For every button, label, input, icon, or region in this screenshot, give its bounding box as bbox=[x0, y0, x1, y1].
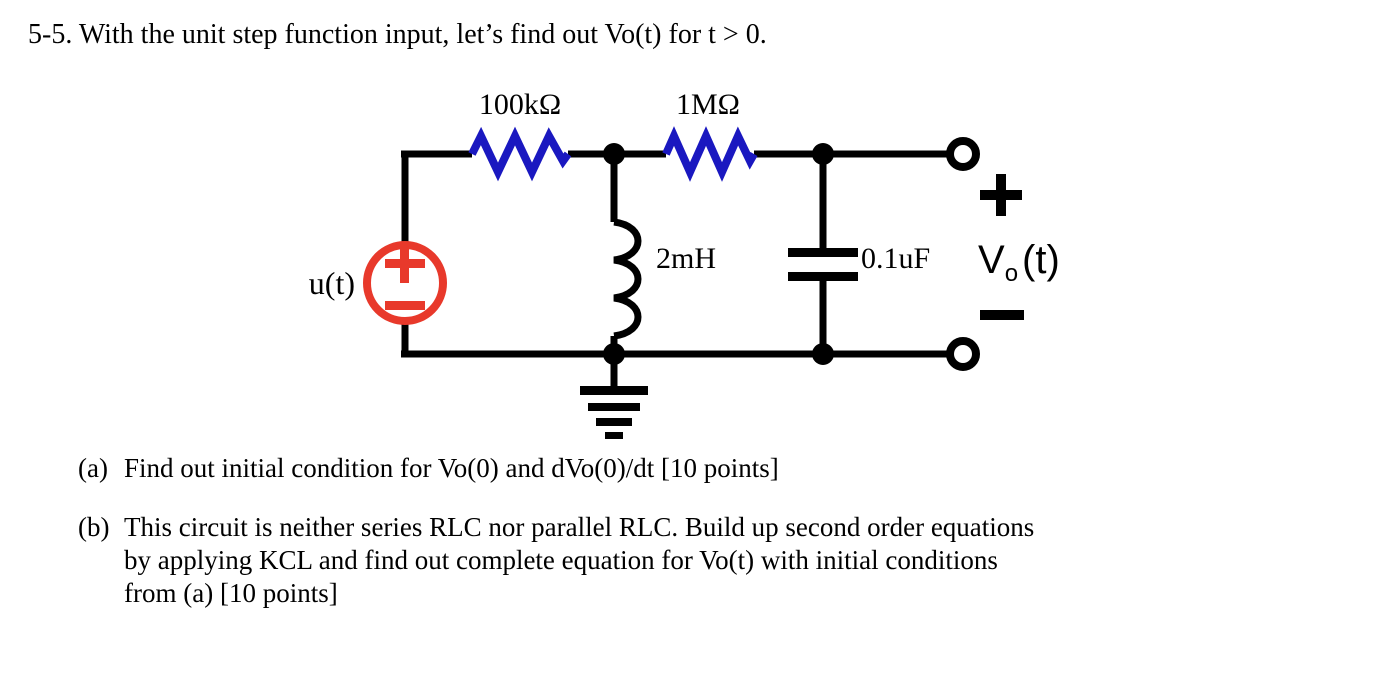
resistor-1m-symbol bbox=[662, 126, 758, 182]
node-dot-capacitor-top bbox=[812, 143, 834, 165]
source-plus-icon-vertical bbox=[400, 244, 409, 283]
resistor-100k-label: 100kΩ bbox=[479, 88, 561, 121]
output-voltage-label-v: V bbox=[978, 238, 1005, 282]
part-b-marker: (b) bbox=[78, 512, 110, 542]
output-voltage-label: Vo(t) bbox=[978, 238, 1060, 287]
output-plus-icon-vertical bbox=[996, 174, 1006, 216]
inductor-symbol bbox=[613, 218, 642, 340]
node-dot-capacitor-bottom bbox=[812, 343, 834, 365]
part-a-marker: (a) bbox=[78, 453, 108, 483]
part-b-line-3: from (a) [10 points] bbox=[124, 578, 338, 608]
node-dot-inductor-top bbox=[603, 143, 625, 165]
resistor-1m-label: 1MΩ bbox=[676, 88, 740, 121]
ground-bar-1-icon bbox=[580, 386, 648, 395]
capacitor-plate-bottom bbox=[788, 272, 858, 281]
ground-bar-2-icon bbox=[588, 403, 640, 411]
part-a-line-1: Find out initial condition for Vo(0) and… bbox=[124, 453, 779, 483]
question-part-a: (a) Find out initial condition for Vo(0)… bbox=[78, 452, 1348, 485]
part-b-line-2: by applying KCL and find out complete eq… bbox=[124, 545, 998, 575]
output-voltage-label-subscript: o bbox=[1005, 260, 1018, 287]
voltage-source-label: u(t) bbox=[309, 265, 355, 301]
part-b-line-1: This circuit is neither series RLC nor p… bbox=[124, 512, 1035, 542]
question-part-b: (b) This circuit is neither series RLC n… bbox=[78, 511, 1348, 610]
output-terminal-positive bbox=[946, 137, 980, 171]
ground-bar-4-icon bbox=[605, 432, 623, 439]
output-voltage-label-arg: (t) bbox=[1022, 238, 1060, 282]
part-b-body: This circuit is neither series RLC nor p… bbox=[124, 511, 1348, 610]
capacitor-plate-top bbox=[788, 248, 858, 257]
output-minus-icon bbox=[980, 310, 1024, 320]
circuit-diagram: 100kΩ 1MΩ u(t) 2mH 0.1uF bbox=[0, 70, 1120, 440]
resistor-100k-symbol bbox=[468, 126, 572, 182]
part-a-body: Find out initial condition for Vo(0) and… bbox=[124, 452, 1348, 485]
capacitor-label: 0.1uF bbox=[861, 242, 930, 275]
ground-bar-3-icon bbox=[596, 418, 632, 426]
source-minus-icon bbox=[385, 301, 425, 310]
inductor-label: 2mH bbox=[656, 242, 716, 275]
page-title: 5-5. With the unit step function input, … bbox=[28, 19, 767, 50]
output-terminal-negative bbox=[946, 337, 980, 371]
question-parts: (a) Find out initial condition for Vo(0)… bbox=[78, 452, 1348, 636]
